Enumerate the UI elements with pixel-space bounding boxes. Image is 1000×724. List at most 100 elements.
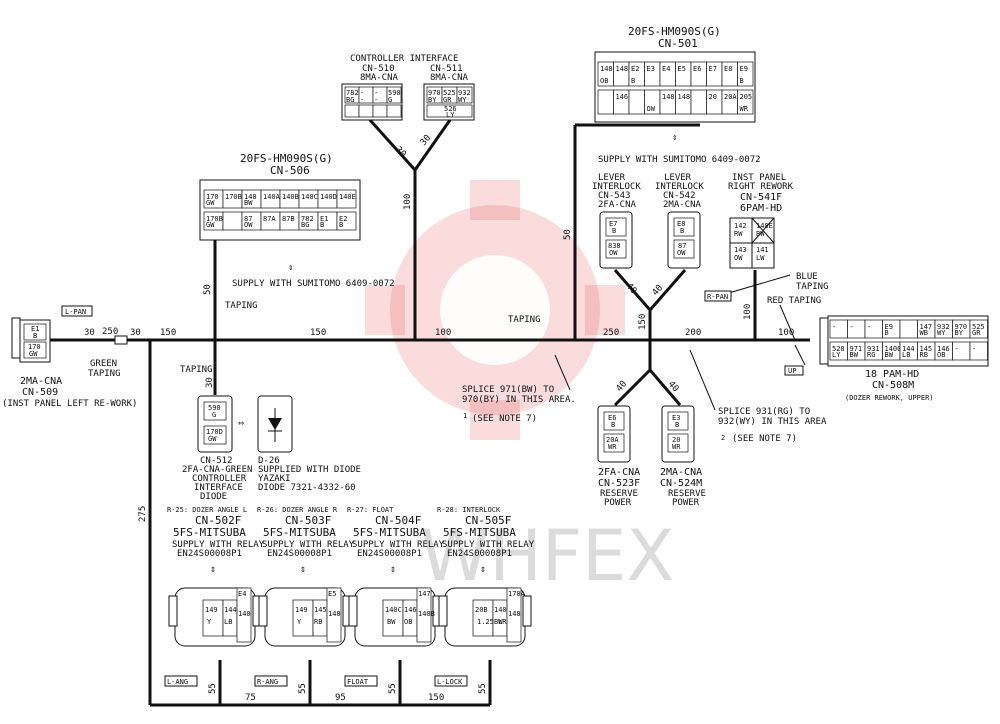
pin-label: 148C [678,93,695,101]
splice-note-2a: SPLICE 931(RG) TO [718,407,810,417]
pin-label: - [360,89,364,97]
svg-text:838: 838 [608,242,621,250]
relay-part: EN24S00008P1 [177,549,242,559]
pin-cell [426,104,473,118]
relay-cn-505f: R-28: INTERLOCKCN-505F5FS-MITSUBASUPPLY … [434,506,535,687]
svg-text:INST PANEL: INST PANEL [732,173,786,183]
diode-d26: ⇔ D-26 SUPPLIED WITH DIODE YAZAKI DIODE … [238,395,361,493]
taping-note-2: TAPING [180,365,213,375]
cn501-name2: CN-501 [658,37,698,50]
relay-tag: R-25: DOZER ANGLE L [167,506,247,514]
svg-text:E7: E7 [609,220,617,228]
svg-text:POWER: POWER [672,498,700,508]
relay-cn-502f: R-25: DOZER ANGLE LCN-502F5FS-MITSUBASUP… [164,506,265,687]
pin-cell [899,319,918,339]
svg-text:CN-512: CN-512 [200,456,233,466]
svg-text:55: 55 [478,683,488,694]
pin-label: E4 [662,65,670,73]
blue-taping-1: BLUE [796,272,818,282]
pin-cell [344,104,360,118]
pin-label: RW [734,230,743,238]
pin-label: 205 [740,93,753,101]
pin-label: WY [937,329,946,337]
relay-type: 5FS-MITSUBA [353,526,426,539]
splice-note-1b: 970(BY) IN THIS AREA. [462,395,576,405]
relay-part: EN24S00008P1 [447,549,512,559]
svg-text:UP: UP [788,367,796,375]
pin-label: GW [206,221,215,229]
svg-text:DIODE 7321-4332-60: DIODE 7321-4332-60 [258,483,356,493]
pin-label: LY [832,351,841,359]
cn511-name1: CN-511 [430,64,463,74]
cn509-tag: L-PAN [65,308,86,316]
svg-text:150: 150 [638,314,648,330]
svg-text:D-26: D-26 [258,456,280,466]
relay-pin: Y [297,618,302,626]
pin-label: BW [850,351,859,359]
cn509-pin1: E1 [31,325,39,333]
pin-label: 525 [443,89,456,97]
pin-label: BG [346,96,354,104]
svg-text:INTERLOCK: INTERLOCK [592,182,641,192]
pin-cell [358,104,374,118]
pin-label: 170 [206,193,219,201]
relay-pin: RB [314,618,322,626]
svg-text:(DOZER REWORK, UPPER): (DOZER REWORK, UPPER) [845,394,934,402]
pin-label: E2 [339,215,347,223]
svg-text:2MA-CNA: 2MA-CNA [660,467,702,478]
cn510-name2: 8MA-CNA [360,73,399,83]
pin-label: 528 [832,345,845,353]
svg-text:⇕: ⇕ [672,133,677,143]
mate-arrow: ⇕ [480,564,486,575]
relay-part: EN24S00008P1 [357,549,422,559]
see-note-1: (SEE NOTE 7) [472,414,537,424]
relay-tag: R-27: FLOAT [347,506,394,514]
cn509-taping: GREEN [90,359,117,369]
svg-text:55: 55 [208,683,218,694]
svg-text:30: 30 [205,377,215,388]
relay-wire-tag: FLOAT [347,678,369,686]
svg-text:18 PAM-HD: 18 PAM-HD [865,369,919,380]
pin-cell [737,89,754,115]
see-note-2: (SEE NOTE 7) [732,434,797,444]
pin-cell [456,86,473,104]
svg-text:100: 100 [743,304,753,320]
pin-label: RG [867,351,875,359]
pin-label: 140B [282,193,299,201]
svg-text:DIODE: DIODE [200,492,227,502]
svg-text:100: 100 [435,328,451,338]
svg-text:1: 1 [463,412,467,420]
svg-text:55: 55 [388,683,398,694]
relay-pin: 140 [238,610,251,618]
relay-pin: 140B [418,610,435,618]
pin-label: 140E [339,193,356,201]
cn509-taping2: TAPING [88,369,121,379]
relay-pin: 140 [328,610,341,618]
pin-label: 526 [444,105,457,113]
pin-label: E7 [709,65,717,73]
pin-cell [737,61,754,87]
pin-cell [336,189,357,209]
pin-cell [372,104,388,118]
svg-text:50: 50 [203,284,213,295]
pin-label: BW [885,351,894,359]
connector-cn509: E1 B 170 GW L-PAN GREEN TAPING 2MA-CNA C… [2,305,137,409]
mate-arrow: ⇕ [390,564,396,575]
relay-wire-tag: R-ANG [257,678,278,686]
svg-text:INTERLOCK: INTERLOCK [655,182,704,192]
relay-pin: OB [404,618,412,626]
pin-label: 140A [263,193,281,201]
pin-label: 20A [724,93,737,101]
svg-text:B: B [611,421,615,429]
pin-label: 782 [301,215,314,223]
relay-tag: R-26: DOZER ANGLE R [257,506,338,514]
relay-pin: 144 [224,606,237,614]
pin-cell [969,341,988,361]
pin-label: 148B [662,93,679,101]
mate-arrow: ⇕ [210,564,216,575]
svg-text:RIGHT REWORK: RIGHT REWORK [728,182,794,192]
pin-label: - [850,323,854,331]
pin-label: 141 [756,246,769,254]
pin-label: B [320,221,324,229]
pin-label: 146 [616,93,629,101]
